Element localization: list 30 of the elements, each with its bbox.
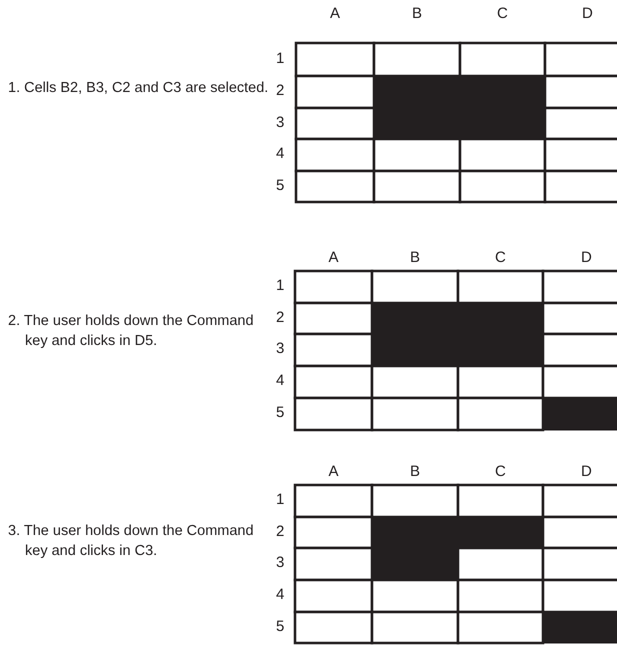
column-header: C [497,4,508,24]
column-header: B [412,4,422,24]
row-number: 5 [276,616,284,636]
row-number: 1 [276,490,284,510]
step-description: 1. Cells B2, B3, C2 and C3 are selected. [8,79,270,98]
row-number: 5 [276,403,284,423]
step-description: 2. The user holds down the Command key and clicks in D5. [8,312,255,351]
row-number: 2 [276,522,284,542]
row-number: 4 [276,585,284,605]
column-header: D [581,248,592,268]
row-number: 1 [276,276,284,296]
column-header: A [328,248,339,268]
row-number: 2 [276,81,284,101]
row-number: 3 [276,112,284,132]
row-number: 3 [276,553,284,573]
column-header: B [410,248,420,268]
row-number: 3 [276,339,284,359]
column-header: C [495,462,506,482]
column-header: A [330,4,340,24]
row-number: 4 [276,371,284,391]
column-header: C [495,248,506,268]
column-header: A [328,462,339,482]
column-header: D [582,4,593,24]
column-header: D [581,462,592,482]
row-number: 4 [276,144,284,164]
step-description: 3. The user holds down the Command key and clicks in C3. [8,522,255,561]
row-number: 2 [276,308,284,328]
row-number: 5 [276,176,284,196]
column-header: B [410,462,420,482]
row-number: 1 [276,48,284,68]
